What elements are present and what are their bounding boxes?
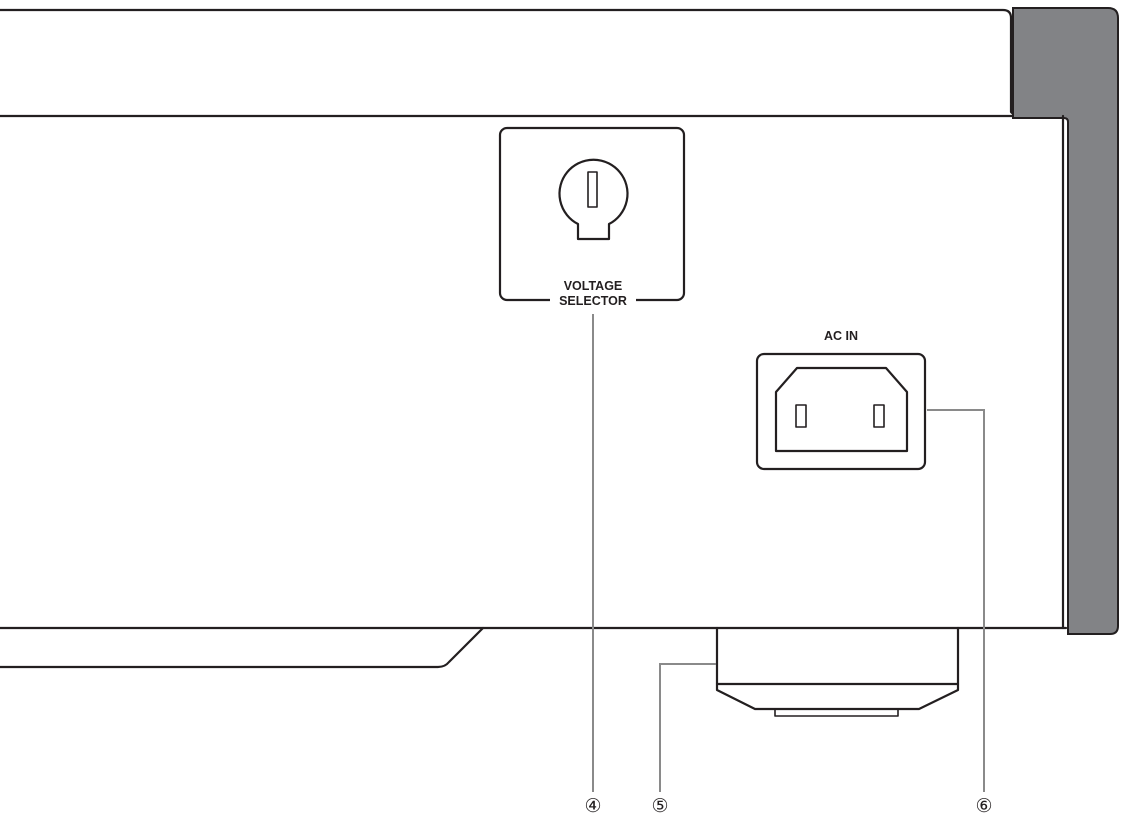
voltage-selector-knob[interactable]	[558, 158, 629, 241]
voltage-selector-label-line2: SELECTOR	[559, 294, 627, 308]
leader-line-5	[659, 663, 716, 792]
foot-bottom-pad	[774, 709, 899, 717]
foot-body	[715, 626, 960, 686]
callout-4: ④	[584, 795, 601, 817]
voltage-selector-panel	[498, 126, 686, 302]
callout-5: ⑤	[651, 795, 668, 817]
voltage-selector-label-line1: VOLTAGE	[564, 279, 623, 293]
voltage-selector-slot	[587, 171, 598, 208]
foot-base	[715, 682, 960, 711]
ac-inlet-pin-left	[795, 404, 807, 428]
callout-6: ⑥	[975, 795, 992, 817]
ac-inlet-pin-right	[873, 404, 885, 428]
ac-inlet-socket[interactable]	[774, 366, 909, 453]
base-lip	[0, 626, 485, 669]
voltage-label-mask	[550, 294, 636, 308]
ac-in-label: AC IN	[824, 329, 858, 343]
ac-inlet-frame	[755, 352, 927, 471]
leader-line-6	[927, 409, 985, 792]
top-cover-outline	[0, 8, 1017, 118]
side-panel	[1012, 7, 1119, 635]
